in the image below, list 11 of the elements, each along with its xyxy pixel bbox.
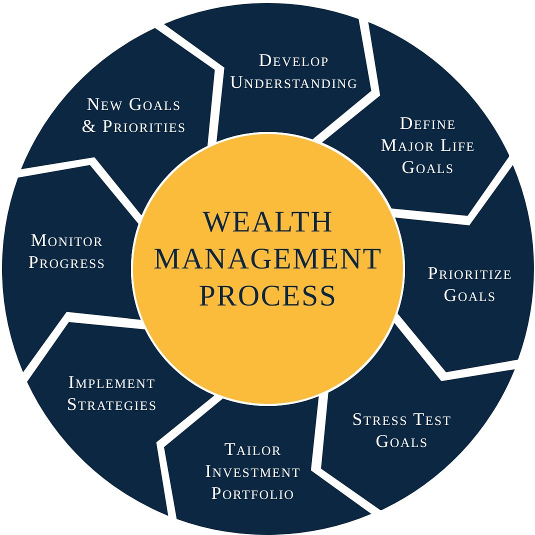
hub-title: WEALTH MANAGEMENT PROCESS bbox=[152, 204, 384, 314]
step-label: New Goals & Priorities bbox=[80, 92, 187, 137]
step-label: Implement Strategies bbox=[66, 370, 158, 415]
step-label: Stress Test Goals bbox=[351, 408, 453, 452]
step-label: Develop Understanding bbox=[228, 48, 360, 93]
step-label: Define Major Life Goals bbox=[380, 112, 476, 178]
step-label: Monitor Progress bbox=[27, 228, 107, 273]
step-segment bbox=[2, 165, 141, 373]
step-label: Prioritize Goals bbox=[426, 262, 514, 306]
step-label: Tailor Investment Portfolio bbox=[204, 438, 302, 504]
step-segment bbox=[320, 322, 515, 510]
